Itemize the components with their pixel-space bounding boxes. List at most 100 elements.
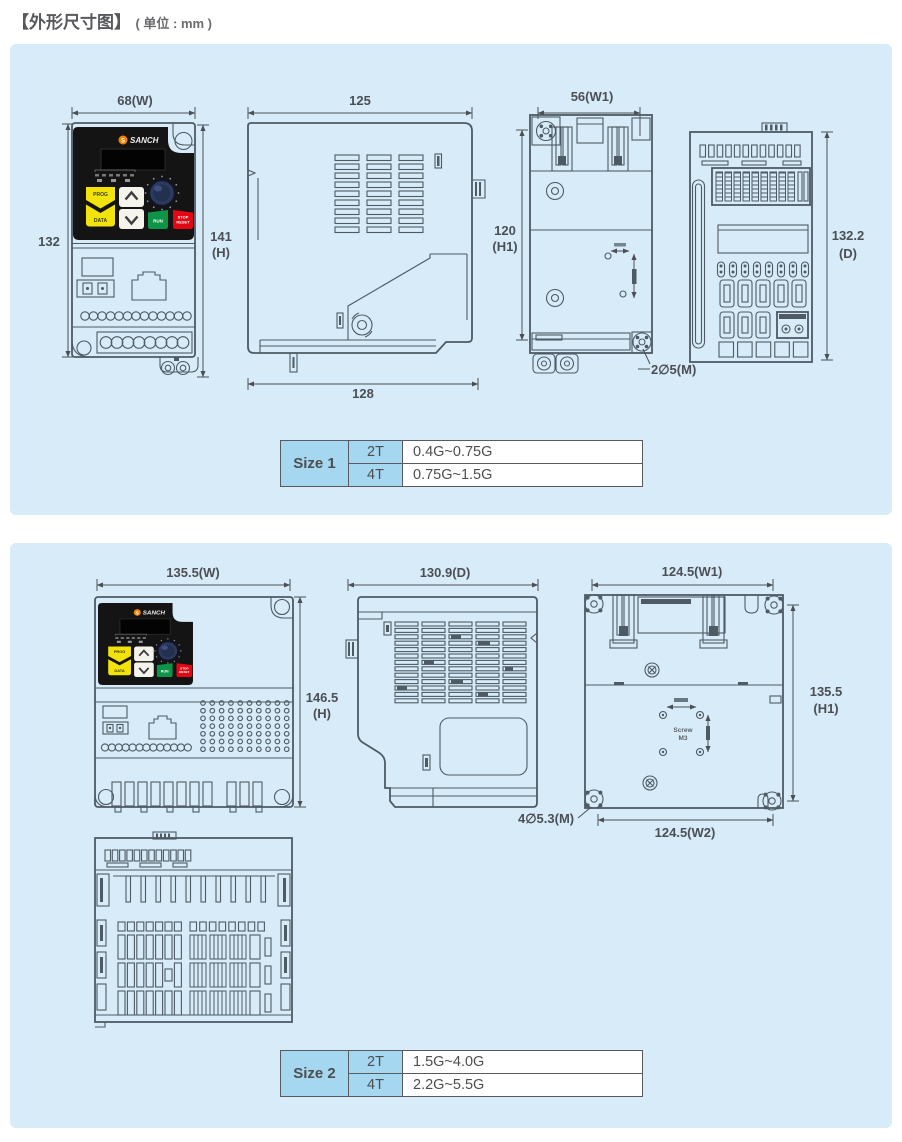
size2-voltage-4t: 4T	[348, 1073, 403, 1097]
size2-mount-hole-label: 4∅5.3(M)	[518, 811, 574, 826]
size1-mount-hole-label: 2∅5(M)	[651, 362, 696, 377]
back-slot-top-right	[631, 117, 651, 141]
mount-ear-bottom-right	[278, 793, 294, 808]
size2-power-4t: 2.2G~5.5G	[402, 1073, 643, 1097]
back-flag-slot	[769, 695, 782, 704]
terminal-strip	[711, 167, 811, 206]
size2-side-view: 130.9(D)	[345, 565, 539, 808]
size2-back-view: 124.5(W1)	[518, 564, 843, 840]
din-clip-left	[551, 126, 573, 172]
size2-height-suffix: (H)	[313, 706, 331, 721]
size1-table: Size 1 2T 0.4G~0.75G 4T 0.75G~1.5G	[280, 440, 643, 487]
title-text: 【外形尺寸图】	[12, 13, 131, 32]
page-title: 【外形尺寸图】 ( 单位 : mm )	[12, 8, 212, 33]
side-slot	[434, 153, 443, 169]
clip-row	[96, 873, 291, 907]
din-clip	[530, 632, 538, 644]
device-outline	[357, 596, 538, 808]
terminal-hole-row	[100, 743, 192, 752]
size2-voltage-2t: 2T	[348, 1050, 403, 1074]
size1-voltage-4t: 4T	[348, 463, 403, 487]
top-slot-row	[104, 849, 192, 868]
device-back-body	[529, 114, 653, 354]
control-terminal	[102, 721, 129, 735]
nameplate	[81, 257, 114, 277]
mount-ear-hole	[273, 598, 291, 616]
device-back-body	[584, 594, 784, 809]
din-clip-left	[609, 594, 638, 649]
mount-ear	[172, 123, 195, 146]
screw-hole-lower	[545, 288, 565, 308]
top-slot-row	[699, 144, 802, 166]
device-terminal-body	[94, 837, 293, 1023]
size1-back-height-suffix: (H1)	[492, 239, 517, 254]
size1-width-label: 68(W)	[117, 93, 152, 108]
bottom-square-row	[718, 341, 809, 358]
din-clip	[247, 169, 257, 177]
size1-depth-top-label: 125	[349, 93, 371, 108]
mount-ear-bottom	[71, 339, 91, 358]
cover-plate	[717, 224, 809, 254]
mount-ear-bottom-left	[94, 793, 110, 808]
din-channel	[691, 179, 706, 349]
rj45-port	[148, 715, 177, 740]
bottom-feet	[159, 357, 199, 376]
mount-ear-bottom-left-hole	[97, 788, 115, 806]
back-opening	[637, 596, 726, 634]
size1-table-label: Size 1	[280, 440, 349, 487]
terminal-hole-row	[80, 311, 192, 321]
power-terminal-row	[96, 331, 193, 354]
nameplate	[102, 705, 128, 719]
size1-back-width-label: 56(W1)	[571, 89, 614, 104]
size2-depth-label: 130.9(D)	[420, 565, 471, 580]
mount-ear	[270, 597, 293, 619]
power-terminal-row	[111, 781, 263, 813]
size1-back-height-label: 120	[494, 223, 516, 238]
terminal-block-right	[189, 921, 272, 1016]
mount-screw-bottom-right	[631, 331, 653, 354]
table-row: Size 2 2T 1.5G~4.0G	[280, 1050, 643, 1097]
edge-slots	[96, 919, 291, 1011]
size2-back-height-label: 135.5	[810, 684, 843, 699]
din-clip-right	[699, 594, 728, 649]
size1-depth-suffix: (D)	[839, 246, 857, 261]
device-terminal-body	[689, 131, 813, 363]
title-unit: ( 单位 : mm )	[135, 16, 213, 31]
size2-table: Size 2 2T 1.5G~4.0G 4T 2.2G~5.5G	[280, 1050, 643, 1097]
rj45-port	[131, 271, 167, 301]
cover-seam	[347, 254, 431, 340]
screw-note-line2: M3	[678, 735, 687, 742]
bottom-slot	[422, 754, 431, 771]
knob-side-bump	[472, 179, 486, 199]
screw-note-line1: Screw	[673, 727, 693, 734]
cover-cutout	[439, 717, 528, 776]
size1-side-view: 125 128	[247, 93, 486, 401]
mount-ear-hole	[174, 131, 193, 151]
size1-total-height-label: 141	[210, 229, 232, 244]
terminal-block-left	[117, 921, 182, 1016]
detail-dimension-marks: Screw M3	[658, 698, 711, 757]
vent-grid	[394, 621, 527, 704]
bottom-slot	[336, 312, 344, 329]
top-connector	[761, 122, 788, 133]
bottom-rail	[531, 332, 631, 351]
size1-height-label: 132	[38, 234, 60, 249]
top-connector	[152, 831, 177, 840]
size2-terminal-view	[94, 831, 293, 1028]
wire-clamp-row	[716, 261, 810, 278]
table-row: 4T 0.75G~1.5G	[281, 463, 643, 487]
device-body	[71, 122, 196, 358]
device-outline	[247, 122, 473, 354]
terminal-cell-row-2	[719, 311, 809, 339]
bottom-foot	[289, 352, 298, 373]
back-opening	[576, 117, 604, 144]
size1-depth-bottom-label: 128	[352, 386, 374, 401]
size1-total-height-suffix: (H)	[212, 245, 230, 260]
size2-back-width1-label: 124.5(W1)	[662, 564, 723, 579]
size2-power-2t: 1.5G~4.0G	[402, 1050, 643, 1074]
screw-boss	[351, 312, 373, 338]
size1-voltage-2t: 2T	[348, 440, 403, 464]
vent-hole-grid	[200, 700, 290, 753]
table-row: 4T 2.2G~5.5G	[281, 1073, 643, 1097]
